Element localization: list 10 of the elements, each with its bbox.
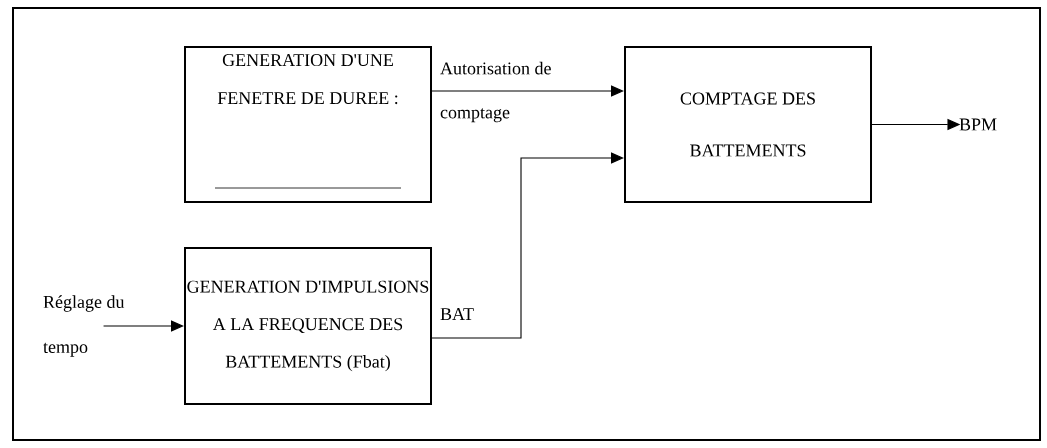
signal-label: BPM [959,118,997,131]
edge-label: BAT [440,308,474,320]
process-box: GENERATION D'UNE FENETRE DE DUREE : [184,46,432,203]
arrow [431,152,624,339]
arrow [103,320,184,332]
process-box: COMPTAGE DES BATTEMENTS [624,46,872,203]
process-box: GENERATION D'IMPULSIONS A LA FREQUENCE DES BATTEMENTS (Fbat) [184,247,432,405]
edge-label: Autorisation de comptage [440,61,551,123]
arrow [431,85,624,97]
signal-label: Réglage du tempo [43,295,125,357]
